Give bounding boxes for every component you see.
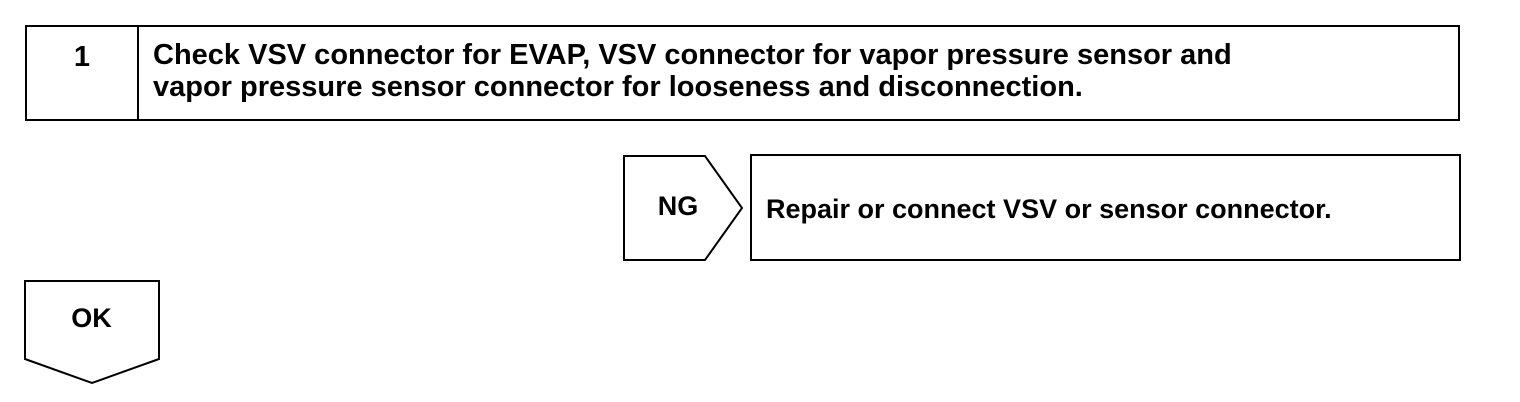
step-instruction-line-1: Check VSV connector for EVAP, VSV connec… — [153, 39, 1232, 71]
step-instruction-line-2: vapor pressure sensor connector for loos… — [153, 71, 1083, 103]
step-instruction: Check VSV connector for EVAP, VSV connec… — [153, 39, 1443, 103]
step-box: 1 Check VSV connector for EVAP, VSV conn… — [25, 25, 1460, 121]
ng-action-text: Repair or connect VSV or sensor connecto… — [766, 194, 1332, 224]
ok-label: OK — [71, 303, 112, 333]
ng-action-box: Repair or connect VSV or sensor connecto… — [750, 154, 1461, 261]
ng-label: NG — [657, 191, 699, 221]
ok-arrow-shape — [24, 280, 160, 385]
step-number: 1 — [27, 27, 139, 119]
